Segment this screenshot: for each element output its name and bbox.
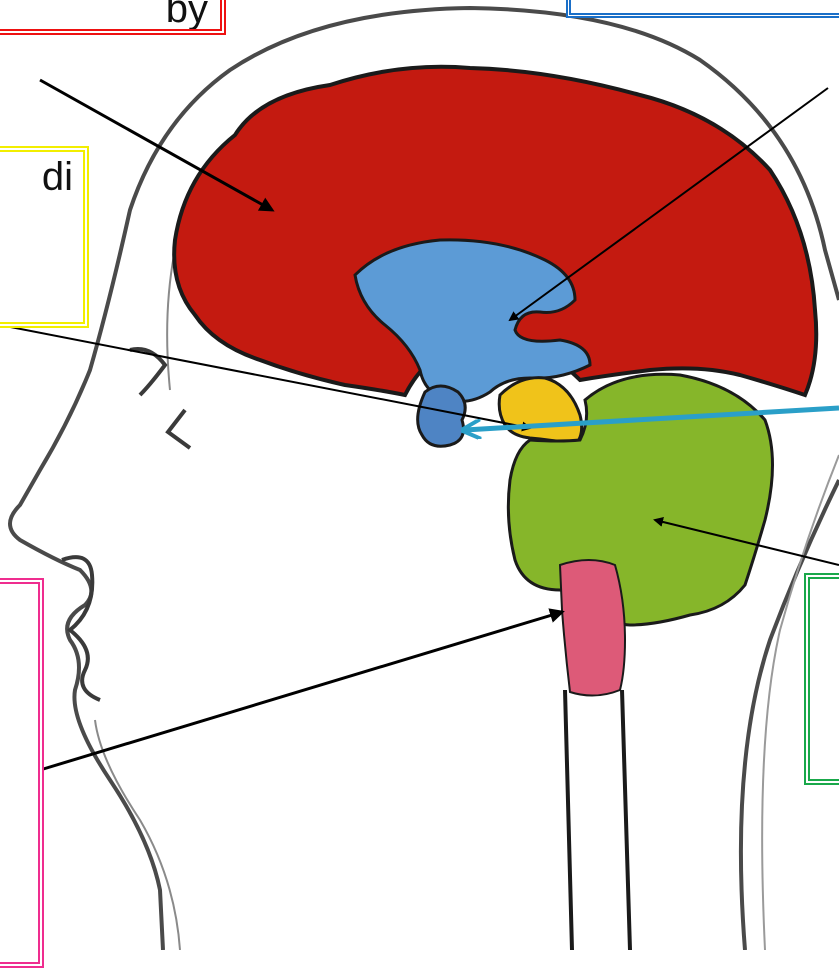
head-inner-outline [95,210,185,950]
label-box-red: by [0,0,226,35]
label-text-yellow: di [42,155,73,199]
label-box-pink [0,578,44,968]
label-box-green [804,573,839,785]
label-text-red: by [166,0,208,31]
medulla-region [560,560,625,696]
pituitary-region [418,386,466,446]
label-box-blue [566,0,839,18]
eye-mark [168,410,190,448]
spinal-cord [565,690,630,950]
arrow-to-medulla [40,612,562,770]
midbrain-region [499,378,581,445]
label-box-yellow: di [0,146,89,328]
